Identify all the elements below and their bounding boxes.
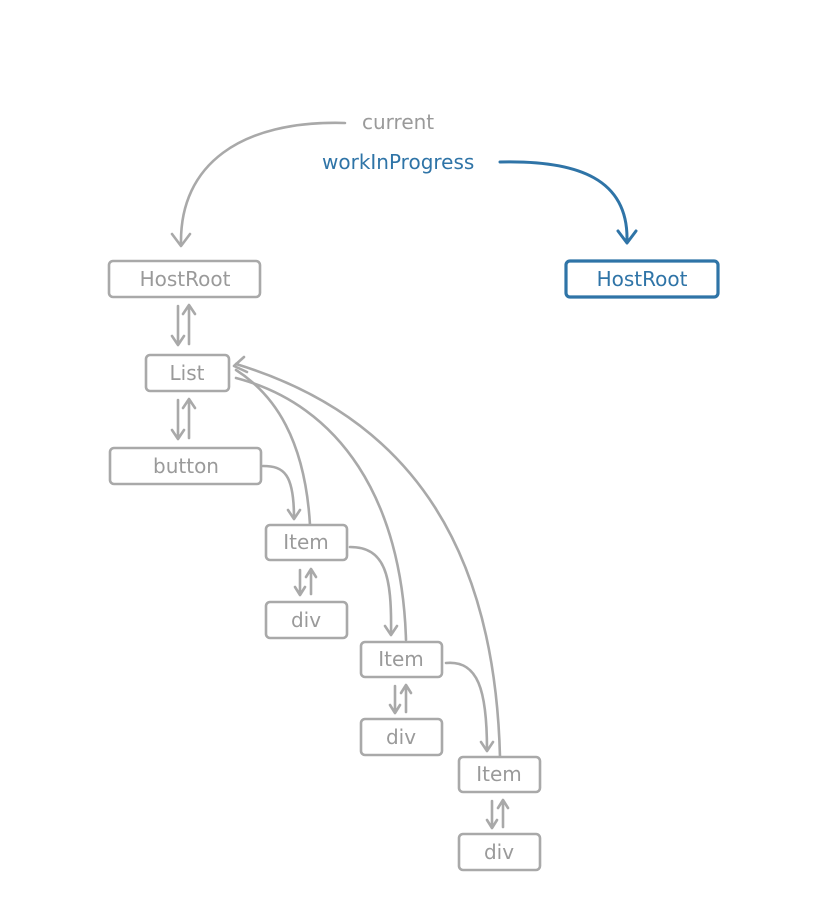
div-2-node: div (359, 717, 444, 757)
list-button-link (170, 397, 197, 441)
item-2-item-3-sibling-arrow (444, 661, 495, 753)
svg-text:HostRoot: HostRoot (597, 267, 688, 291)
svg-text:Item: Item (378, 647, 424, 671)
div-1-node: div (264, 600, 349, 640)
button-item-sibling-arrow (261, 464, 302, 521)
svg-text:List: List (170, 361, 205, 385)
item-2-div-2-link (388, 683, 413, 715)
item-3-return-arrow (234, 362, 502, 759)
svg-text:Item: Item (476, 762, 522, 786)
item-1-div-1-link (293, 567, 318, 597)
item-2-node: Item (359, 640, 444, 679)
svg-text:div: div (291, 608, 321, 632)
button-node: button (108, 446, 263, 486)
work-in-progress-pointer-arrowhead (616, 229, 638, 245)
current-hostroot-node: HostRoot (107, 259, 262, 299)
item-3-node: Item (457, 755, 542, 794)
current-pointer-arrowhead (170, 232, 192, 248)
item-1-item-2-sibling-arrow (348, 545, 399, 637)
div-3-node: div (457, 832, 542, 872)
svg-text:div: div (386, 725, 416, 749)
work-in-progress-pointer-arrow (498, 160, 629, 242)
hostroot-list-link (170, 303, 197, 347)
item-1-node: Item (264, 523, 349, 562)
item-3-div-3-link (485, 798, 510, 830)
svg-text:div: div (484, 840, 514, 864)
svg-text:HostRoot: HostRoot (140, 267, 231, 291)
return-arrowhead (232, 355, 249, 374)
item-1-return-arrow (234, 368, 312, 527)
list-node: List (144, 353, 231, 393)
svg-text:button: button (153, 454, 219, 478)
work-in-progress-hostroot-node: HostRoot (564, 259, 720, 299)
current-pointer-label: current (362, 110, 434, 134)
current-pointer-arrow (179, 121, 347, 245)
svg-text:Item: Item (283, 530, 329, 554)
work-in-progress-pointer-label: workInProgress (322, 150, 474, 174)
item-2-return-arrow (234, 376, 408, 642)
